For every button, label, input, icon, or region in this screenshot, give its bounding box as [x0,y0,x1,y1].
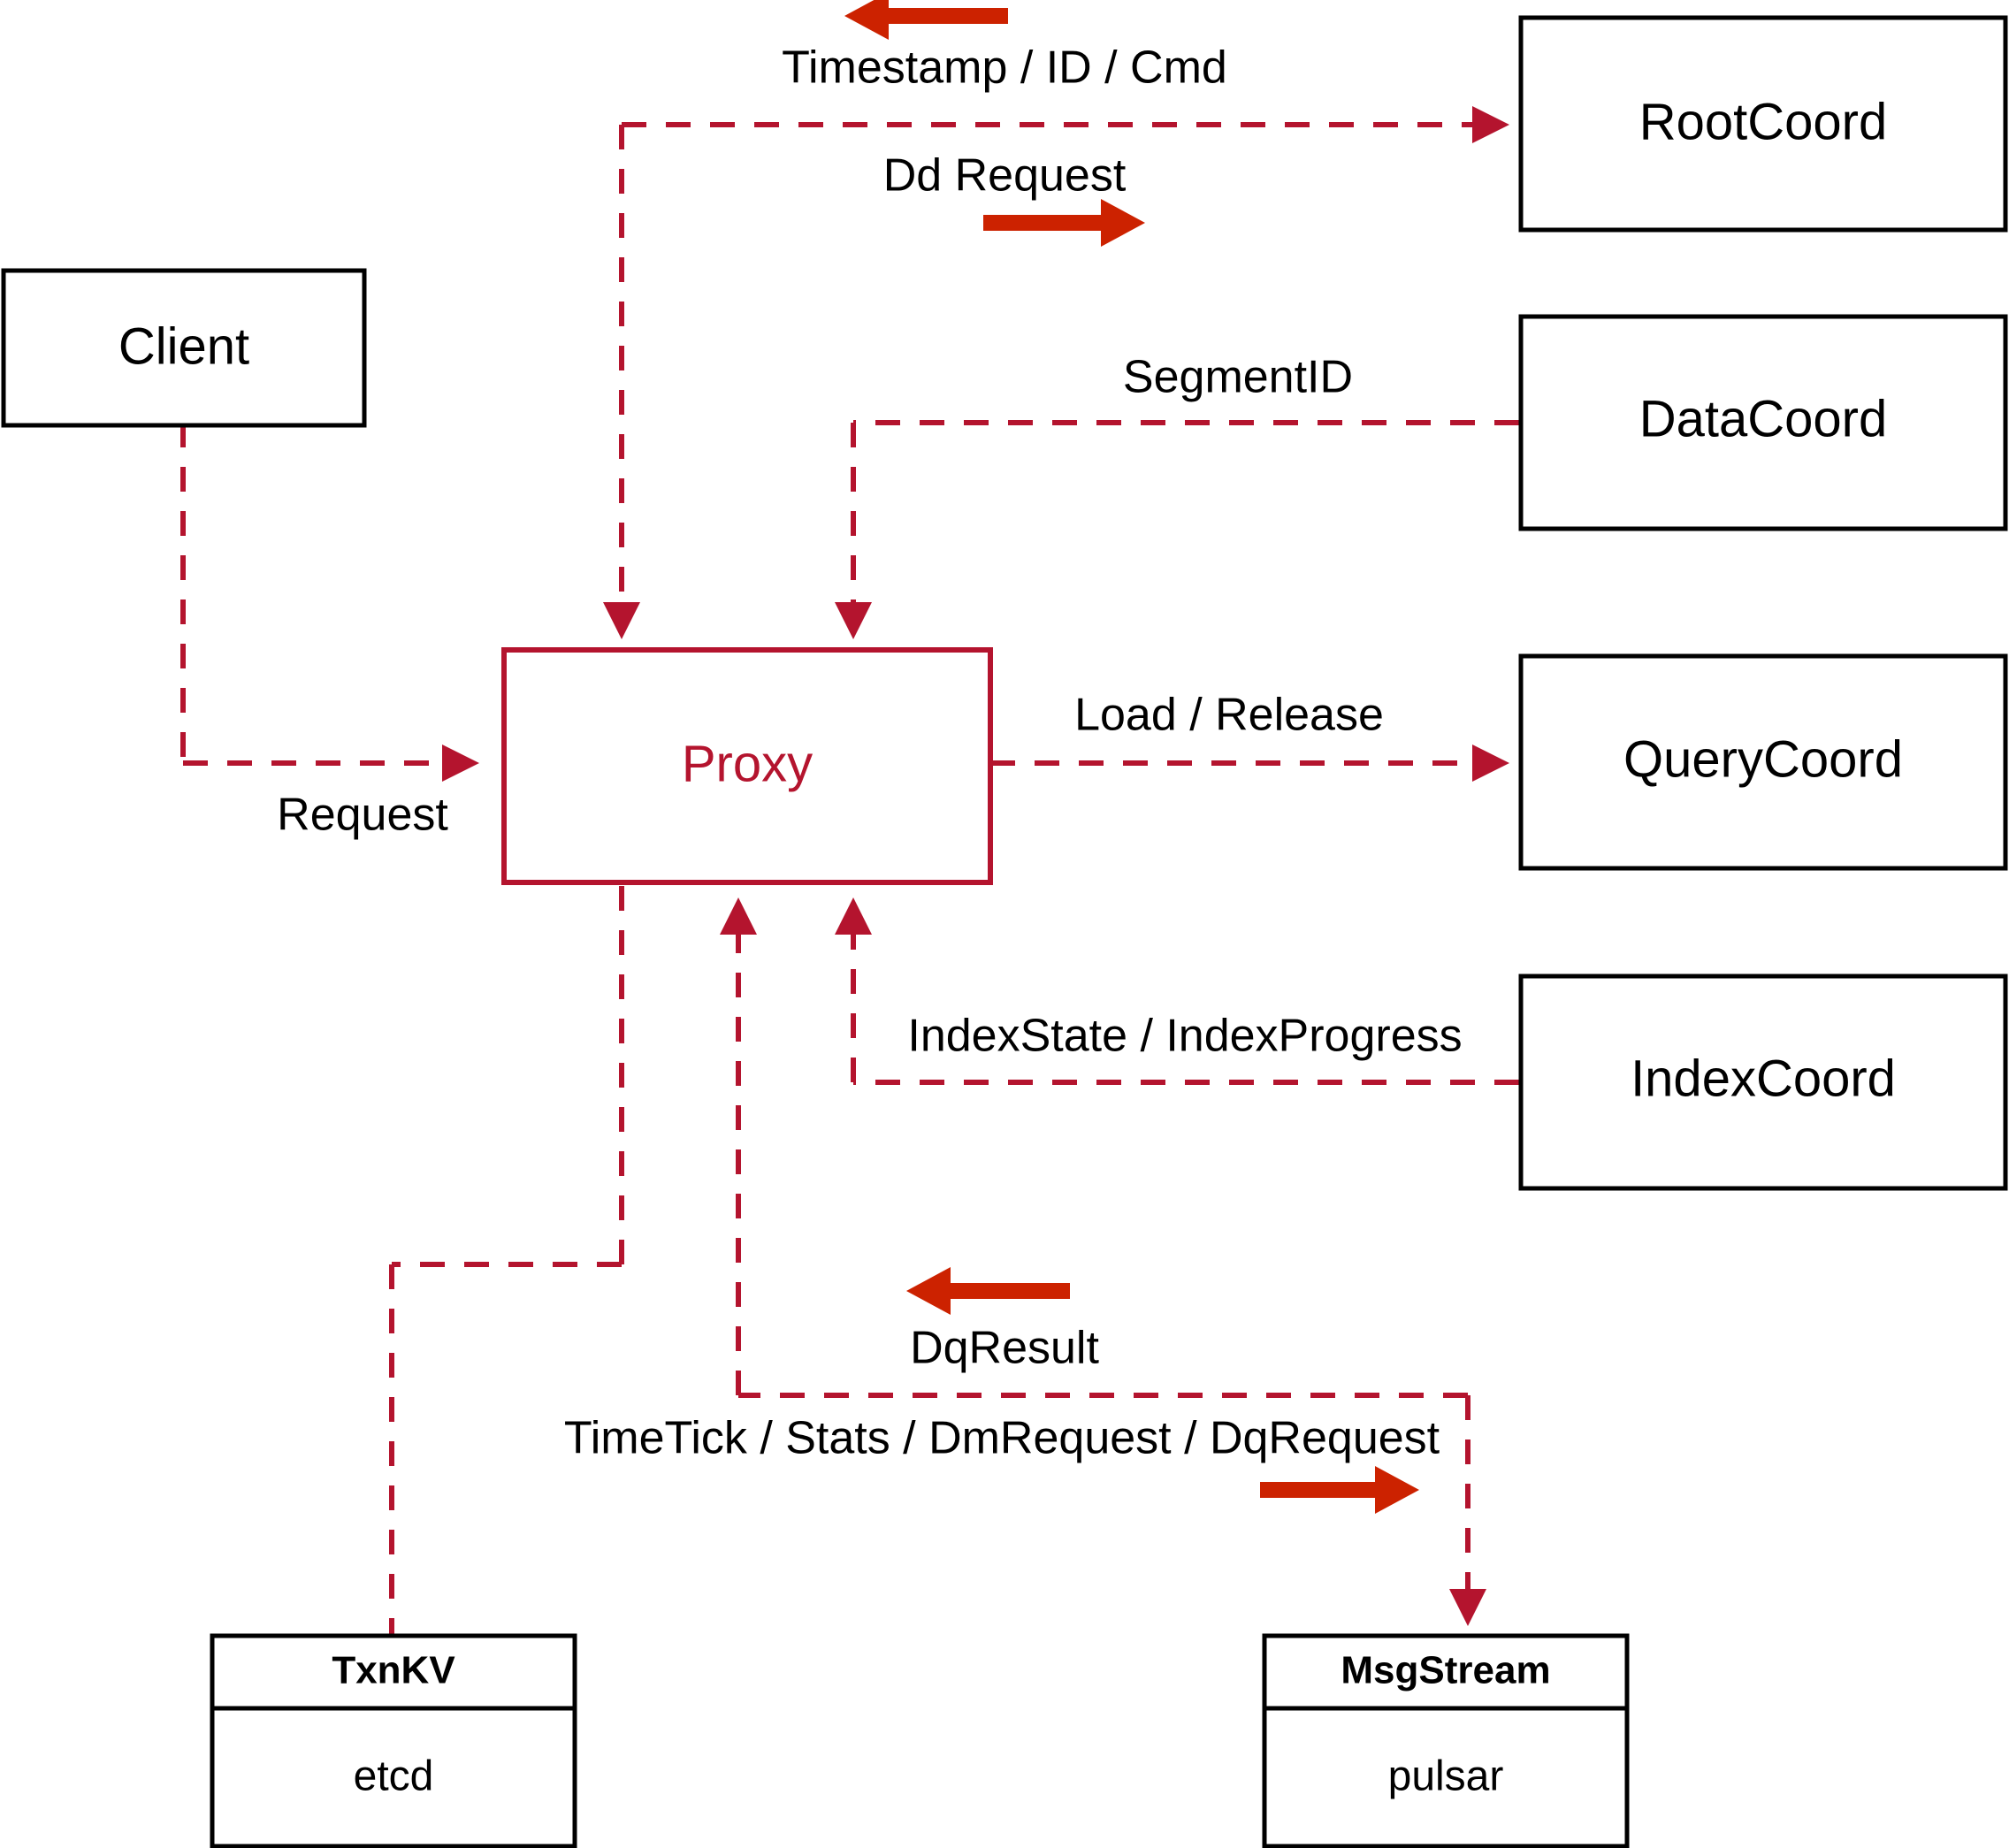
edge-label-dd-request: Dd Request [883,150,1127,202]
edge-label-request: Request [277,790,448,841]
edge-label-segmentid: SegmentID [1123,352,1353,403]
edge-datacoord-proxy [835,420,1519,639]
node-txnkv[interactable]: TxnKV etcd [210,1633,577,1848]
node-txnkv-label: TxnKV [332,1649,455,1692]
node-client-label: Client [118,317,249,375]
edge-rootcoord-proxy [603,106,1509,639]
edge-label-timetick-stats: TimeTick / Stats / DmRequest / DqRequest [564,1413,1440,1464]
edge-label-timestamp-id-cmd: Timestamp / ID / Cmd [782,42,1227,94]
node-msgstream[interactable]: MsgStream pulsar [1262,1633,1630,1848]
edge-client-proxy [180,378,479,782]
node-msgstream-label: MsgStream [1341,1649,1550,1692]
node-rootcoord[interactable]: RootCoord [1518,15,2008,233]
edge-msgstream-proxy-dqresult [720,897,1468,1398]
node-proxy[interactable]: Proxy [501,647,993,885]
node-client[interactable]: Client [1,268,367,428]
node-indexcoord[interactable]: IndexCoord [1518,974,2008,1191]
edge-proxy-txnkv [389,886,624,1636]
node-txnkv-sublabel: etcd [354,1753,434,1800]
node-querycoord-label: QueryCoord [1623,730,1903,788]
flow-arrow-timetick-right [1260,1466,1419,1514]
node-indexcoord-label: IndexCoord [1631,1050,1896,1107]
node-proxy-label: Proxy [682,735,813,792]
node-querycoord[interactable]: QueryCoord [1518,653,2008,871]
node-datacoord[interactable]: DataCoord [1518,314,2008,531]
edge-label-index-state: IndexState / IndexProgress [907,1011,1462,1062]
flow-arrow-timestamp-left [844,0,1008,40]
node-rootcoord-label: RootCoord [1639,93,1887,150]
edge-indexcoord-proxy [835,897,1519,1085]
node-datacoord-label: DataCoord [1639,390,1887,447]
node-msgstream-sublabel: pulsar [1388,1753,1504,1800]
flow-arrow-dd-request-right [983,199,1145,247]
edge-label-load-release: Load / Release [1074,690,1384,741]
flow-arrow-dqresult-left [906,1267,1070,1315]
edge-label-dq-result: DqResult [910,1323,1099,1374]
